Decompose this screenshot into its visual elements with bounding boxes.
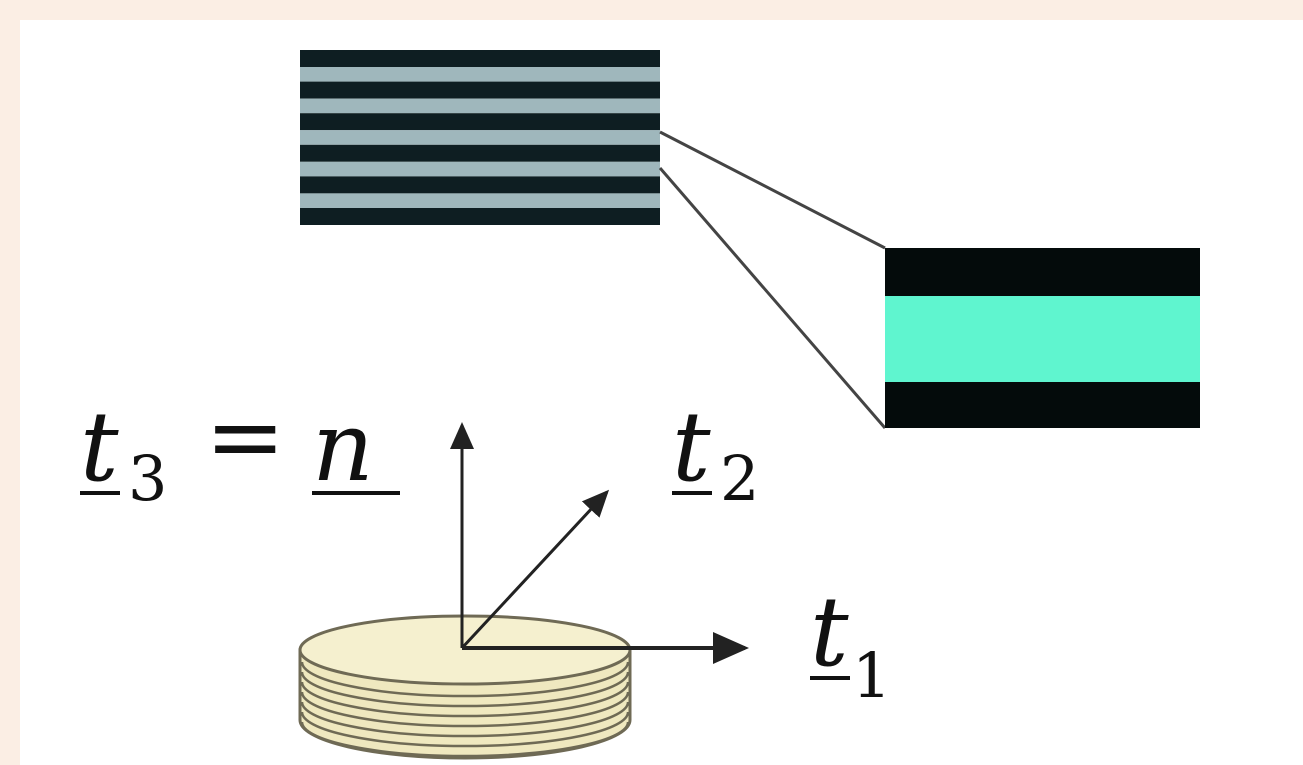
equals-sign: =: [205, 381, 285, 493]
zoom-layer-light: [885, 296, 1200, 382]
t3-sub: 3: [128, 442, 167, 515]
layered-disk: [298, 614, 632, 760]
disk-layer-line: [300, 681, 630, 718]
stack-layer-dark: [300, 144, 660, 162]
t2-vector-arrow: [460, 489, 610, 650]
stack-layer-dark: [300, 113, 660, 131]
disk-layer-line: [300, 661, 630, 698]
label-t1: t 1: [810, 576, 891, 712]
stack-layer-dark: [300, 208, 660, 225]
stack-layer-light: [300, 130, 660, 145]
disk-layer-line: [300, 691, 630, 728]
disk-layer-line: [300, 711, 630, 748]
t2-base: t: [672, 391, 711, 503]
t1-sub: 1: [852, 639, 891, 712]
disk-layer-line: [300, 701, 630, 738]
t1-base: t: [810, 576, 849, 688]
label-t2: t 2: [672, 391, 759, 515]
stack-layer-light: [300, 193, 660, 208]
stack-layer-dark: [300, 176, 660, 194]
zoom-layer-dark: [885, 382, 1200, 428]
zoom-line-lower: [658, 167, 887, 429]
t3-base: t: [80, 391, 119, 503]
disk-layer-line: [300, 721, 630, 758]
stack-layer-light: [300, 67, 660, 82]
layered-stack: [300, 50, 660, 225]
stack-layer-light: [300, 161, 660, 177]
disk-layer-line: [300, 671, 630, 708]
disk-layer-lines: [300, 661, 630, 758]
zoom-line-upper: [659, 130, 886, 250]
stack-layer-light: [300, 98, 660, 114]
t2-sub: 2: [720, 442, 759, 515]
stack-layer-dark: [300, 81, 660, 99]
n-symbol: n: [312, 391, 374, 503]
zoomed-layer-detail: [885, 248, 1200, 428]
zoom-layer-dark: [885, 248, 1200, 296]
stack-layer-dark: [300, 50, 660, 67]
label-t3-equals-n: t 3 = n: [80, 381, 400, 515]
